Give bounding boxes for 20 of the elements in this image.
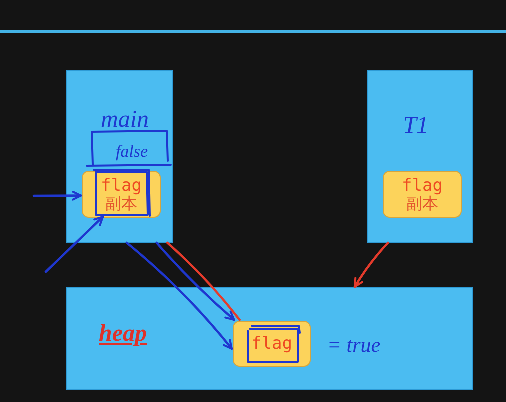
thread-label: T1	[402, 113, 430, 139]
arrow	[126, 242, 234, 350]
copy-caption: 副本	[406, 194, 438, 212]
value-annotation: false	[114, 142, 150, 162]
heap-label: heap	[98, 321, 148, 347]
thread-label: main	[100, 107, 150, 133]
arrow	[354, 242, 390, 288]
arrow	[32, 190, 82, 201]
thread-box	[66, 70, 173, 243]
value-annotation: = true	[326, 333, 382, 357]
copy-caption: 副本	[106, 194, 138, 212]
variable-box	[383, 171, 462, 218]
arrow	[44, 216, 104, 274]
line	[166, 242, 241, 322]
heap-box	[66, 287, 473, 390]
variable-name: flag	[252, 335, 292, 353]
variable-name: flag	[101, 176, 142, 194]
variable-name: flag	[402, 176, 443, 194]
thread-box	[367, 70, 473, 243]
arrow	[156, 242, 236, 322]
